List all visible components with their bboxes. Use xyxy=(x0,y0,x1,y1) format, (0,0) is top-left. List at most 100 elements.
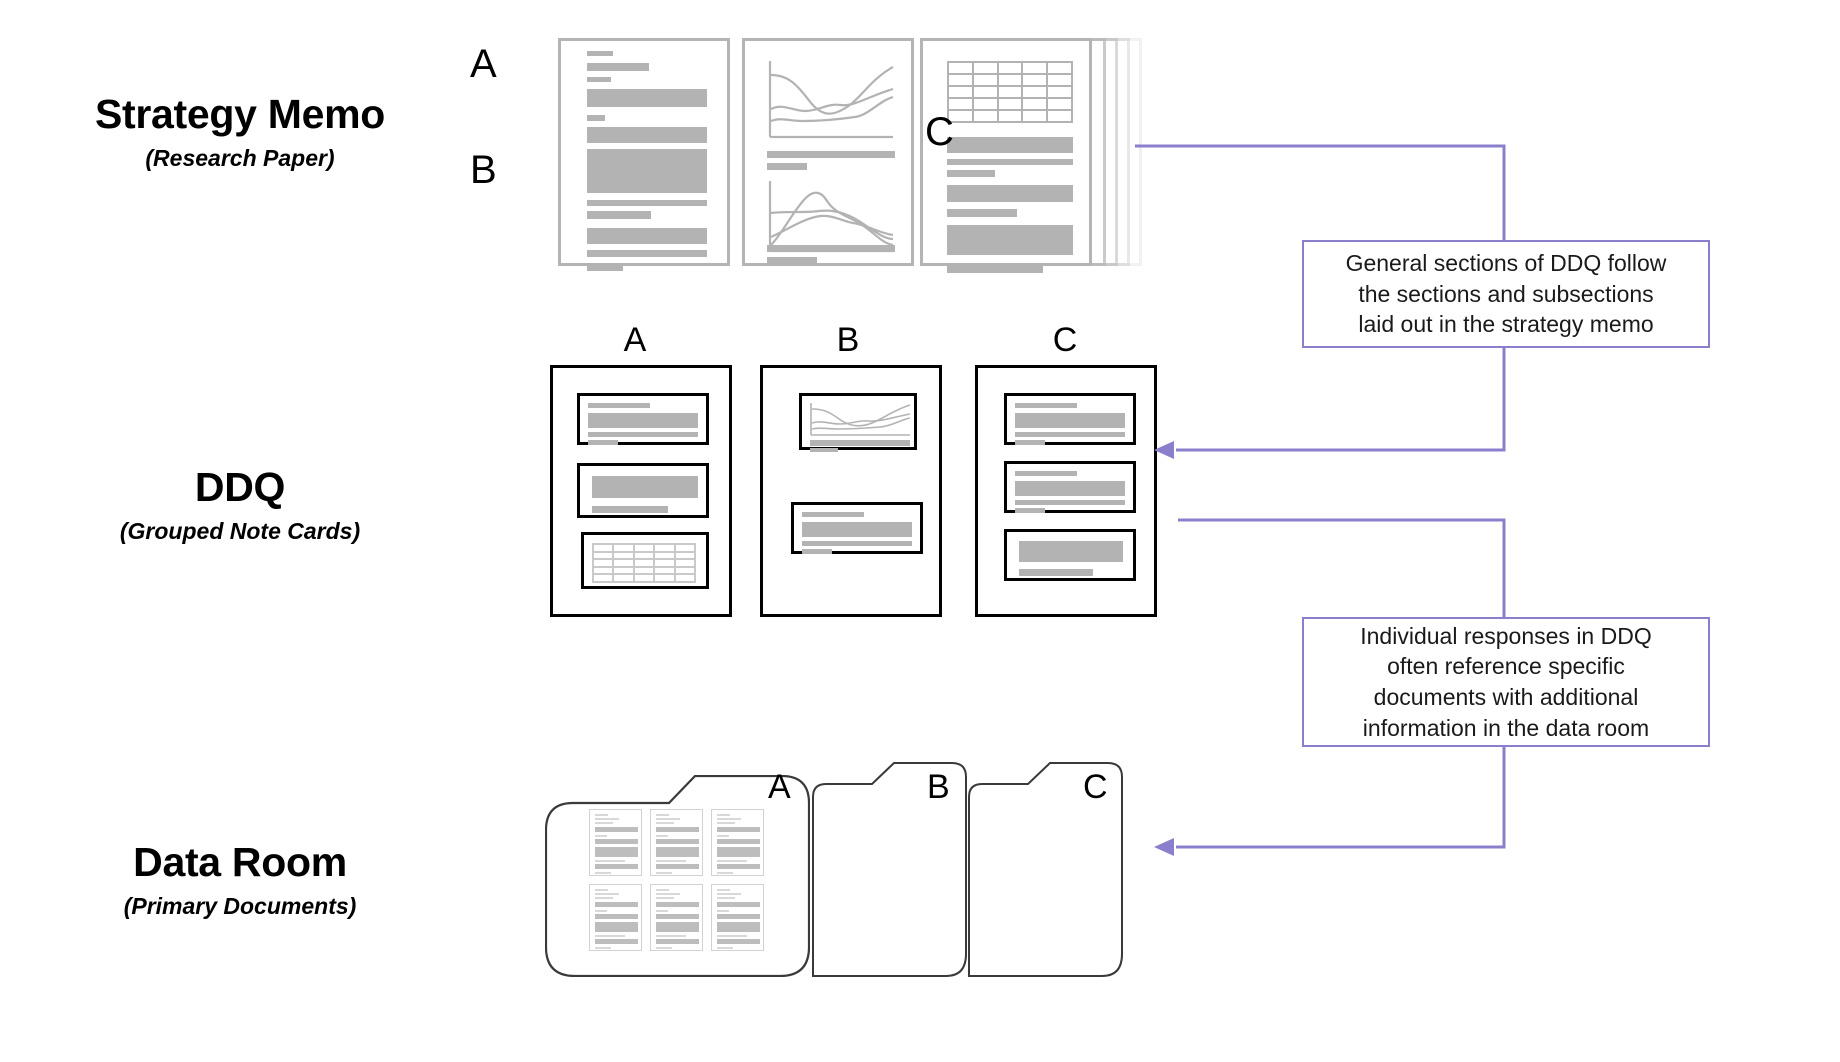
memo-block xyxy=(587,228,707,244)
memo-line xyxy=(947,263,1043,273)
memo-block xyxy=(587,149,707,193)
callout-memo-to-ddq-text: General sections of DDQ follow the secti… xyxy=(1336,248,1677,340)
memo-line xyxy=(767,151,895,158)
memo-line xyxy=(767,257,817,264)
memo-line xyxy=(947,170,995,177)
ddq-note[interactable] xyxy=(577,463,709,518)
memo-block xyxy=(947,225,1073,255)
folder-letter-b: B xyxy=(927,768,950,806)
note-line xyxy=(592,506,668,513)
callout-line: Individual responses in DDQ xyxy=(1360,622,1652,649)
ddq-card-b[interactable] xyxy=(760,365,942,617)
note-line xyxy=(1015,432,1125,437)
memo-block xyxy=(587,127,707,143)
memo-line-chart-1 xyxy=(767,59,895,145)
ddq-note[interactable] xyxy=(791,502,923,554)
minidoc[interactable] xyxy=(589,809,642,876)
folder-letter-c: C xyxy=(1083,768,1108,806)
memo-page-2[interactable] xyxy=(742,38,914,266)
ddq-card-a[interactable] xyxy=(550,365,732,617)
ddq-note[interactable] xyxy=(577,393,709,445)
memo-section-letter-a: A xyxy=(470,42,497,86)
ddq-card-letter-a: A xyxy=(623,321,647,359)
callout-ddq-to-data-room-text: Individual responses in DDQ often refere… xyxy=(1350,621,1661,743)
row-subtitle-strategy-memo: (Research Paper) xyxy=(145,144,335,171)
note-line xyxy=(1015,403,1077,408)
memo-line xyxy=(947,209,1017,217)
memo-line xyxy=(587,77,611,82)
memo-block xyxy=(947,185,1073,202)
memo-line xyxy=(587,51,613,56)
memo-line xyxy=(587,211,651,219)
memo-line xyxy=(587,63,649,71)
minidoc[interactable] xyxy=(589,884,642,951)
note-line-chart xyxy=(808,402,912,438)
callout-memo-to-ddq: General sections of DDQ follow the secti… xyxy=(1302,240,1710,348)
note-line xyxy=(1015,440,1045,445)
note-block xyxy=(1019,541,1123,562)
callout-line: laid out in the strategy memo xyxy=(1358,311,1654,338)
note-line xyxy=(810,440,910,446)
note-line xyxy=(588,440,618,445)
row-title-ddq: DDQ xyxy=(194,464,286,510)
callout-line: information in the data room xyxy=(1362,714,1650,741)
ddq-note-chart[interactable] xyxy=(799,393,917,452)
note-line xyxy=(1015,508,1045,513)
row-subtitle-ddq: (Grouped Note Cards) xyxy=(119,517,361,544)
folder-c[interactable] xyxy=(968,762,1123,977)
callout-line: often reference specific xyxy=(1387,653,1625,680)
memo-line xyxy=(587,115,605,121)
note-block xyxy=(1015,481,1125,496)
memo-table xyxy=(947,61,1073,123)
note-block xyxy=(802,522,912,537)
row-title-strategy-memo: Strategy Memo xyxy=(94,91,385,137)
memo-block xyxy=(587,89,707,107)
ddq-note[interactable] xyxy=(1004,461,1136,513)
note-line xyxy=(810,448,838,452)
ddq-note-table[interactable] xyxy=(581,532,709,589)
row-subtitle-data-room: (Primary Documents) xyxy=(123,892,357,919)
note-block xyxy=(1015,413,1125,428)
note-line xyxy=(802,549,832,554)
note-table xyxy=(592,543,696,583)
callout-line: the sections and subsections xyxy=(1358,280,1654,307)
ddq-note[interactable] xyxy=(1004,393,1136,445)
memo-line xyxy=(587,250,707,257)
memo-page-3[interactable] xyxy=(920,38,1092,273)
memo-line xyxy=(587,263,623,271)
callout-line: General sections of DDQ follow xyxy=(1345,250,1667,277)
memo-section-letter-c: C xyxy=(925,110,954,154)
memo-line xyxy=(947,159,1073,165)
row-title-data-room: Data Room xyxy=(133,839,347,885)
note-line xyxy=(588,432,698,437)
memo-section-letter-b: B xyxy=(470,148,497,192)
note-line xyxy=(802,541,912,546)
memo-block xyxy=(947,137,1073,153)
note-line xyxy=(1019,569,1093,576)
memo-line xyxy=(767,163,807,170)
minidoc[interactable] xyxy=(650,809,703,876)
note-line xyxy=(1015,500,1125,505)
note-line xyxy=(588,403,650,408)
memo-page-1[interactable] xyxy=(558,38,730,271)
callout-ddq-to-data-room: Individual responses in DDQ often refere… xyxy=(1302,617,1710,747)
note-line xyxy=(1015,471,1077,476)
minidoc[interactable] xyxy=(650,884,703,951)
minidoc[interactable] xyxy=(711,809,764,876)
ddq-card-c[interactable] xyxy=(975,365,1157,617)
memo-line xyxy=(767,245,895,252)
row-label-data-room: Data Room (Primary Documents) xyxy=(20,839,460,920)
folder-letter-a: A xyxy=(768,768,791,806)
note-block xyxy=(592,476,698,498)
memo-line xyxy=(587,200,707,206)
minidoc[interactable] xyxy=(711,884,764,951)
row-label-strategy-memo: Strategy Memo (Research Paper) xyxy=(20,91,460,172)
folder-b[interactable] xyxy=(812,762,967,977)
row-label-ddq: DDQ (Grouped Note Cards) xyxy=(20,464,460,545)
callout-line: documents with additional xyxy=(1373,684,1639,710)
note-block xyxy=(588,413,698,428)
ddq-card-letter-b: B xyxy=(836,321,860,359)
note-line xyxy=(802,512,864,517)
ddq-note[interactable] xyxy=(1004,529,1136,581)
